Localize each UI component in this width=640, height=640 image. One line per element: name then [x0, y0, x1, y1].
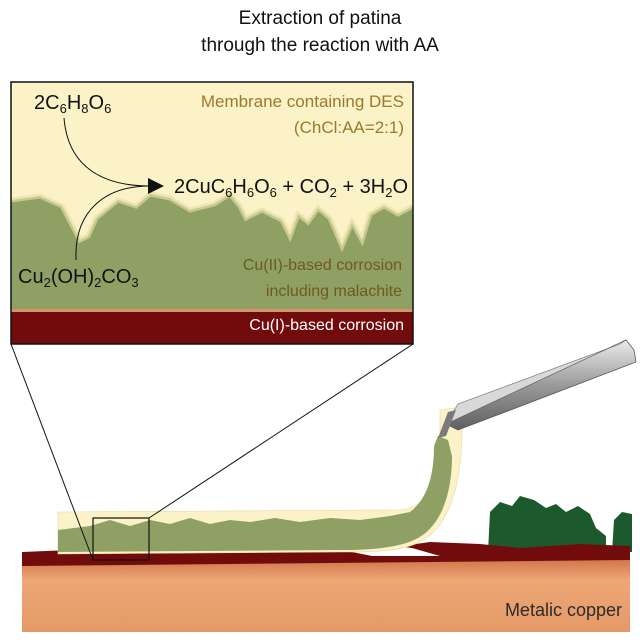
reactant-ascorbic-acid: 2C6H8O6 [34, 92, 112, 116]
cu2-corrosion-label: Cu(II)-based corrosion [242, 257, 402, 274]
cu1-corrosion-label: Cu(I)-based corrosion [249, 317, 404, 334]
malachite-patch-small [612, 512, 632, 552]
reaction-products: 2CuC6H6O6 + CO2 + 3H2O [174, 176, 409, 200]
cu1-layer-substrate [22, 542, 630, 566]
membrane-label: Membrane containing DES [200, 92, 404, 111]
projection-line-left [10, 343, 94, 561]
inset-cu1-band [11, 312, 413, 344]
zoom-box [92, 517, 150, 561]
copper-substrate [22, 552, 630, 632]
inset-thin-line [11, 309, 413, 312]
inset-cu2-region [11, 194, 413, 344]
membrane-patina [58, 436, 452, 552]
cu2-corrosion-label-2: including malachite [265, 283, 402, 300]
membrane-ratio-label: (ChCl:AA=2:1) [293, 118, 404, 137]
reaction-arrow-bottom [75, 185, 151, 261]
title-line-2: through the reaction with AA [201, 35, 439, 56]
reactant-malachite: Cu2(OH)2CO3 [18, 266, 139, 290]
title-line-1: Extraction of patina [238, 8, 402, 29]
malachite-patch [488, 496, 606, 552]
inset-border [10, 81, 414, 345]
tweezers [438, 339, 637, 438]
reaction-arrow-top [63, 117, 151, 187]
metallic-copper-label: Metalic copper [504, 600, 622, 620]
arrowhead [148, 178, 164, 194]
projection-line-right [148, 343, 414, 519]
inset-panel [11, 82, 413, 344]
